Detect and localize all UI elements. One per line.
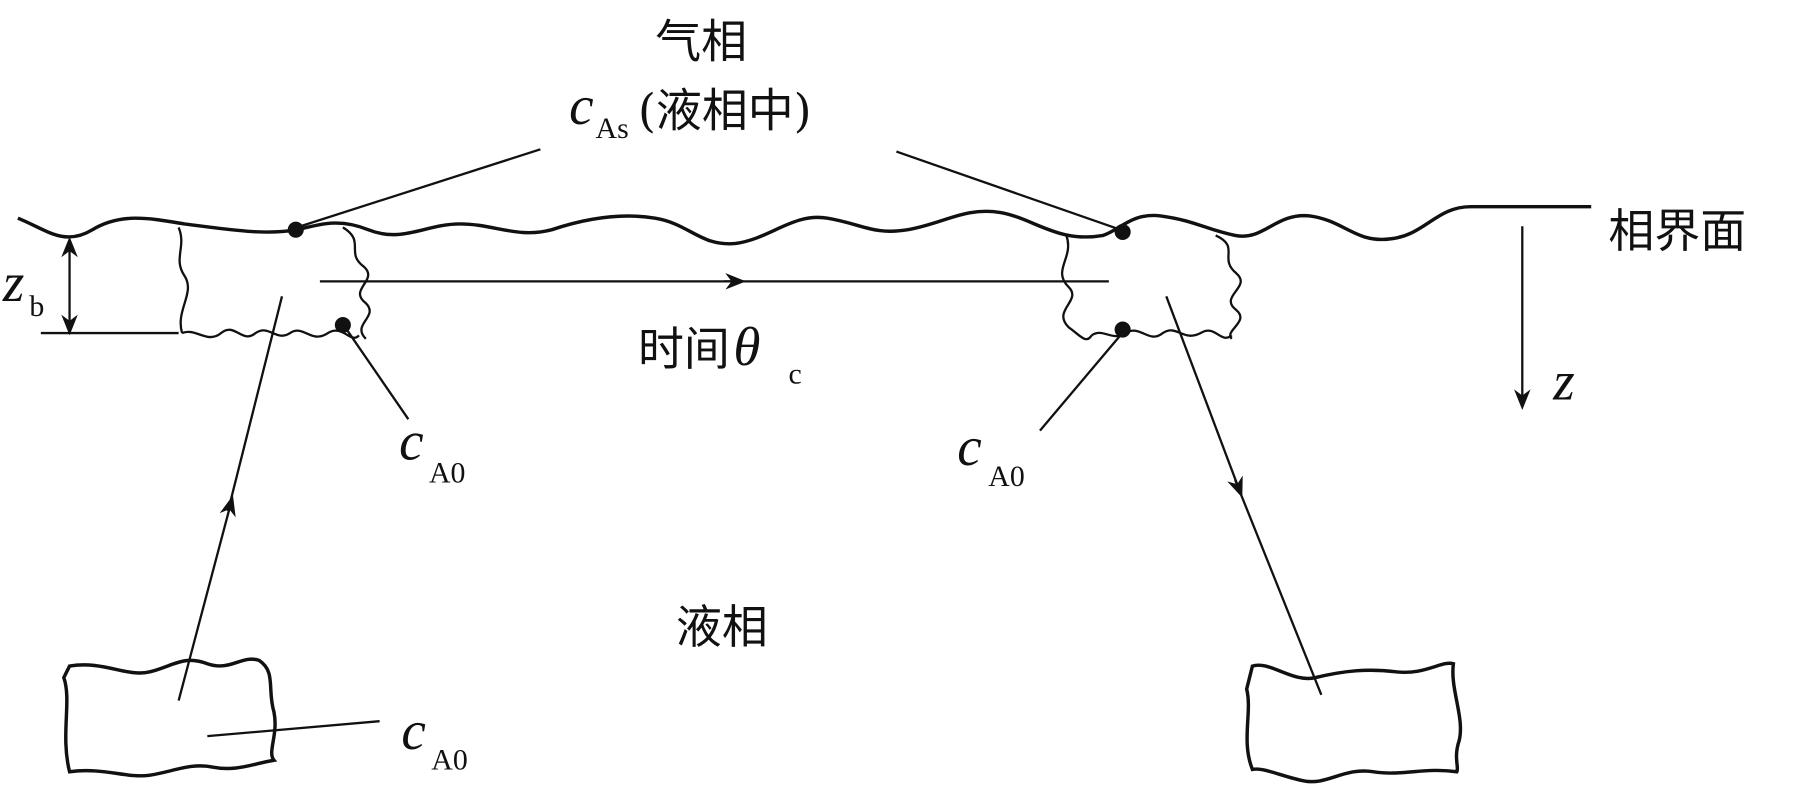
ca0-left-main: c — [399, 410, 423, 471]
sink-arrow — [1165, 295, 1243, 498]
sink-arrow-tail — [1234, 479, 1323, 696]
ca0-bottom-main: c — [401, 700, 425, 761]
z-axis-label: z — [1552, 351, 1574, 412]
c-as-sub: As — [596, 112, 629, 145]
theta: θ — [733, 316, 760, 377]
leader-line-ca0-bottom — [207, 720, 380, 738]
ca0-right-main: c — [957, 416, 981, 477]
zb-sub: b — [29, 290, 44, 323]
bottom-right-element — [1244, 661, 1463, 784]
leader-line-cas-left — [296, 148, 541, 229]
gas-phase-label: 气相 — [655, 14, 747, 68]
time-prefix: 时间 — [638, 322, 730, 376]
bottom-point-right — [1114, 321, 1131, 338]
theta-sub: c — [788, 358, 801, 391]
surface-point-left — [287, 221, 304, 238]
zb-main: z — [2, 252, 24, 313]
time-label: 时间 θ c — [638, 316, 802, 390]
surface-point-right — [1114, 223, 1131, 241]
ca0-left-sub: A0 — [429, 456, 465, 489]
leader-line-ca0-left — [344, 326, 410, 420]
rise-arrow-tail — [226, 296, 284, 512]
c-as-note: (液相中) — [638, 83, 812, 137]
ca0-right-sub: A0 — [988, 460, 1024, 493]
bottom-left-element — [61, 657, 278, 778]
liquid-phase-label: 液相 — [676, 600, 768, 654]
leader-line-ca0-right — [1039, 334, 1122, 432]
rise-arrow — [177, 495, 236, 701]
interface-label: 相界面 — [1608, 204, 1746, 258]
c-as-main: c — [569, 75, 593, 136]
right-surface-element — [1061, 234, 1242, 341]
interface-line — [17, 204, 1592, 246]
leader-line-cas-right — [896, 150, 1121, 231]
c-as-label: c As (液相中) — [569, 75, 812, 145]
ca0-bottom-sub: A0 — [431, 743, 467, 776]
